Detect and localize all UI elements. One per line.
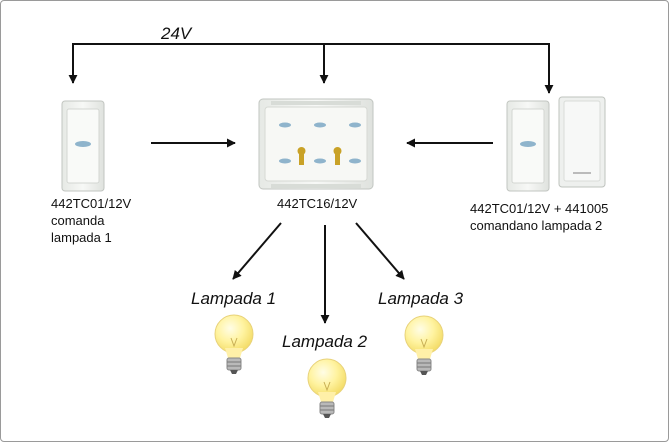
lamp-1-bulb-icon [214,314,254,374]
right-device-desc: comandano lampada 2 [470,218,603,233]
left-device-desc-1: comanda [51,213,105,228]
power-bus [68,43,554,94]
led-icon [279,122,291,128]
led-icon [75,141,91,147]
arrow-to-lamp-1 [232,222,282,280]
lamp-1-label: Lampada 1 [191,289,277,308]
left-device-code: 442TC01/12V [51,196,132,211]
arrow-to-lamp-3 [355,222,405,280]
device-right-switch [506,100,550,192]
lamp-3-bulb-icon [404,315,444,375]
lamp-2-label: Lampada 2 [282,332,368,351]
left-device-desc-2: lampada 1 [51,230,112,245]
terminal-icon [297,147,342,165]
bus-line [72,43,550,91]
right-device-code: 442TC01/12V + 441005 [470,201,609,216]
led-icon [520,141,536,147]
led-icon [314,158,326,164]
led-icon [279,158,291,164]
led-icon [349,122,361,128]
device-right-blank-cover [558,96,606,188]
led-icon [314,122,326,128]
bus-voltage-label: 24V [161,24,192,43]
device-left-switch [61,100,105,192]
led-icon [349,158,361,164]
center-device-code: 442TC16/12V [277,196,358,211]
lamp-3-label: Lampada 3 [378,289,464,308]
device-center-actuator [258,98,374,190]
lamp-2-bulb-icon [307,358,347,418]
